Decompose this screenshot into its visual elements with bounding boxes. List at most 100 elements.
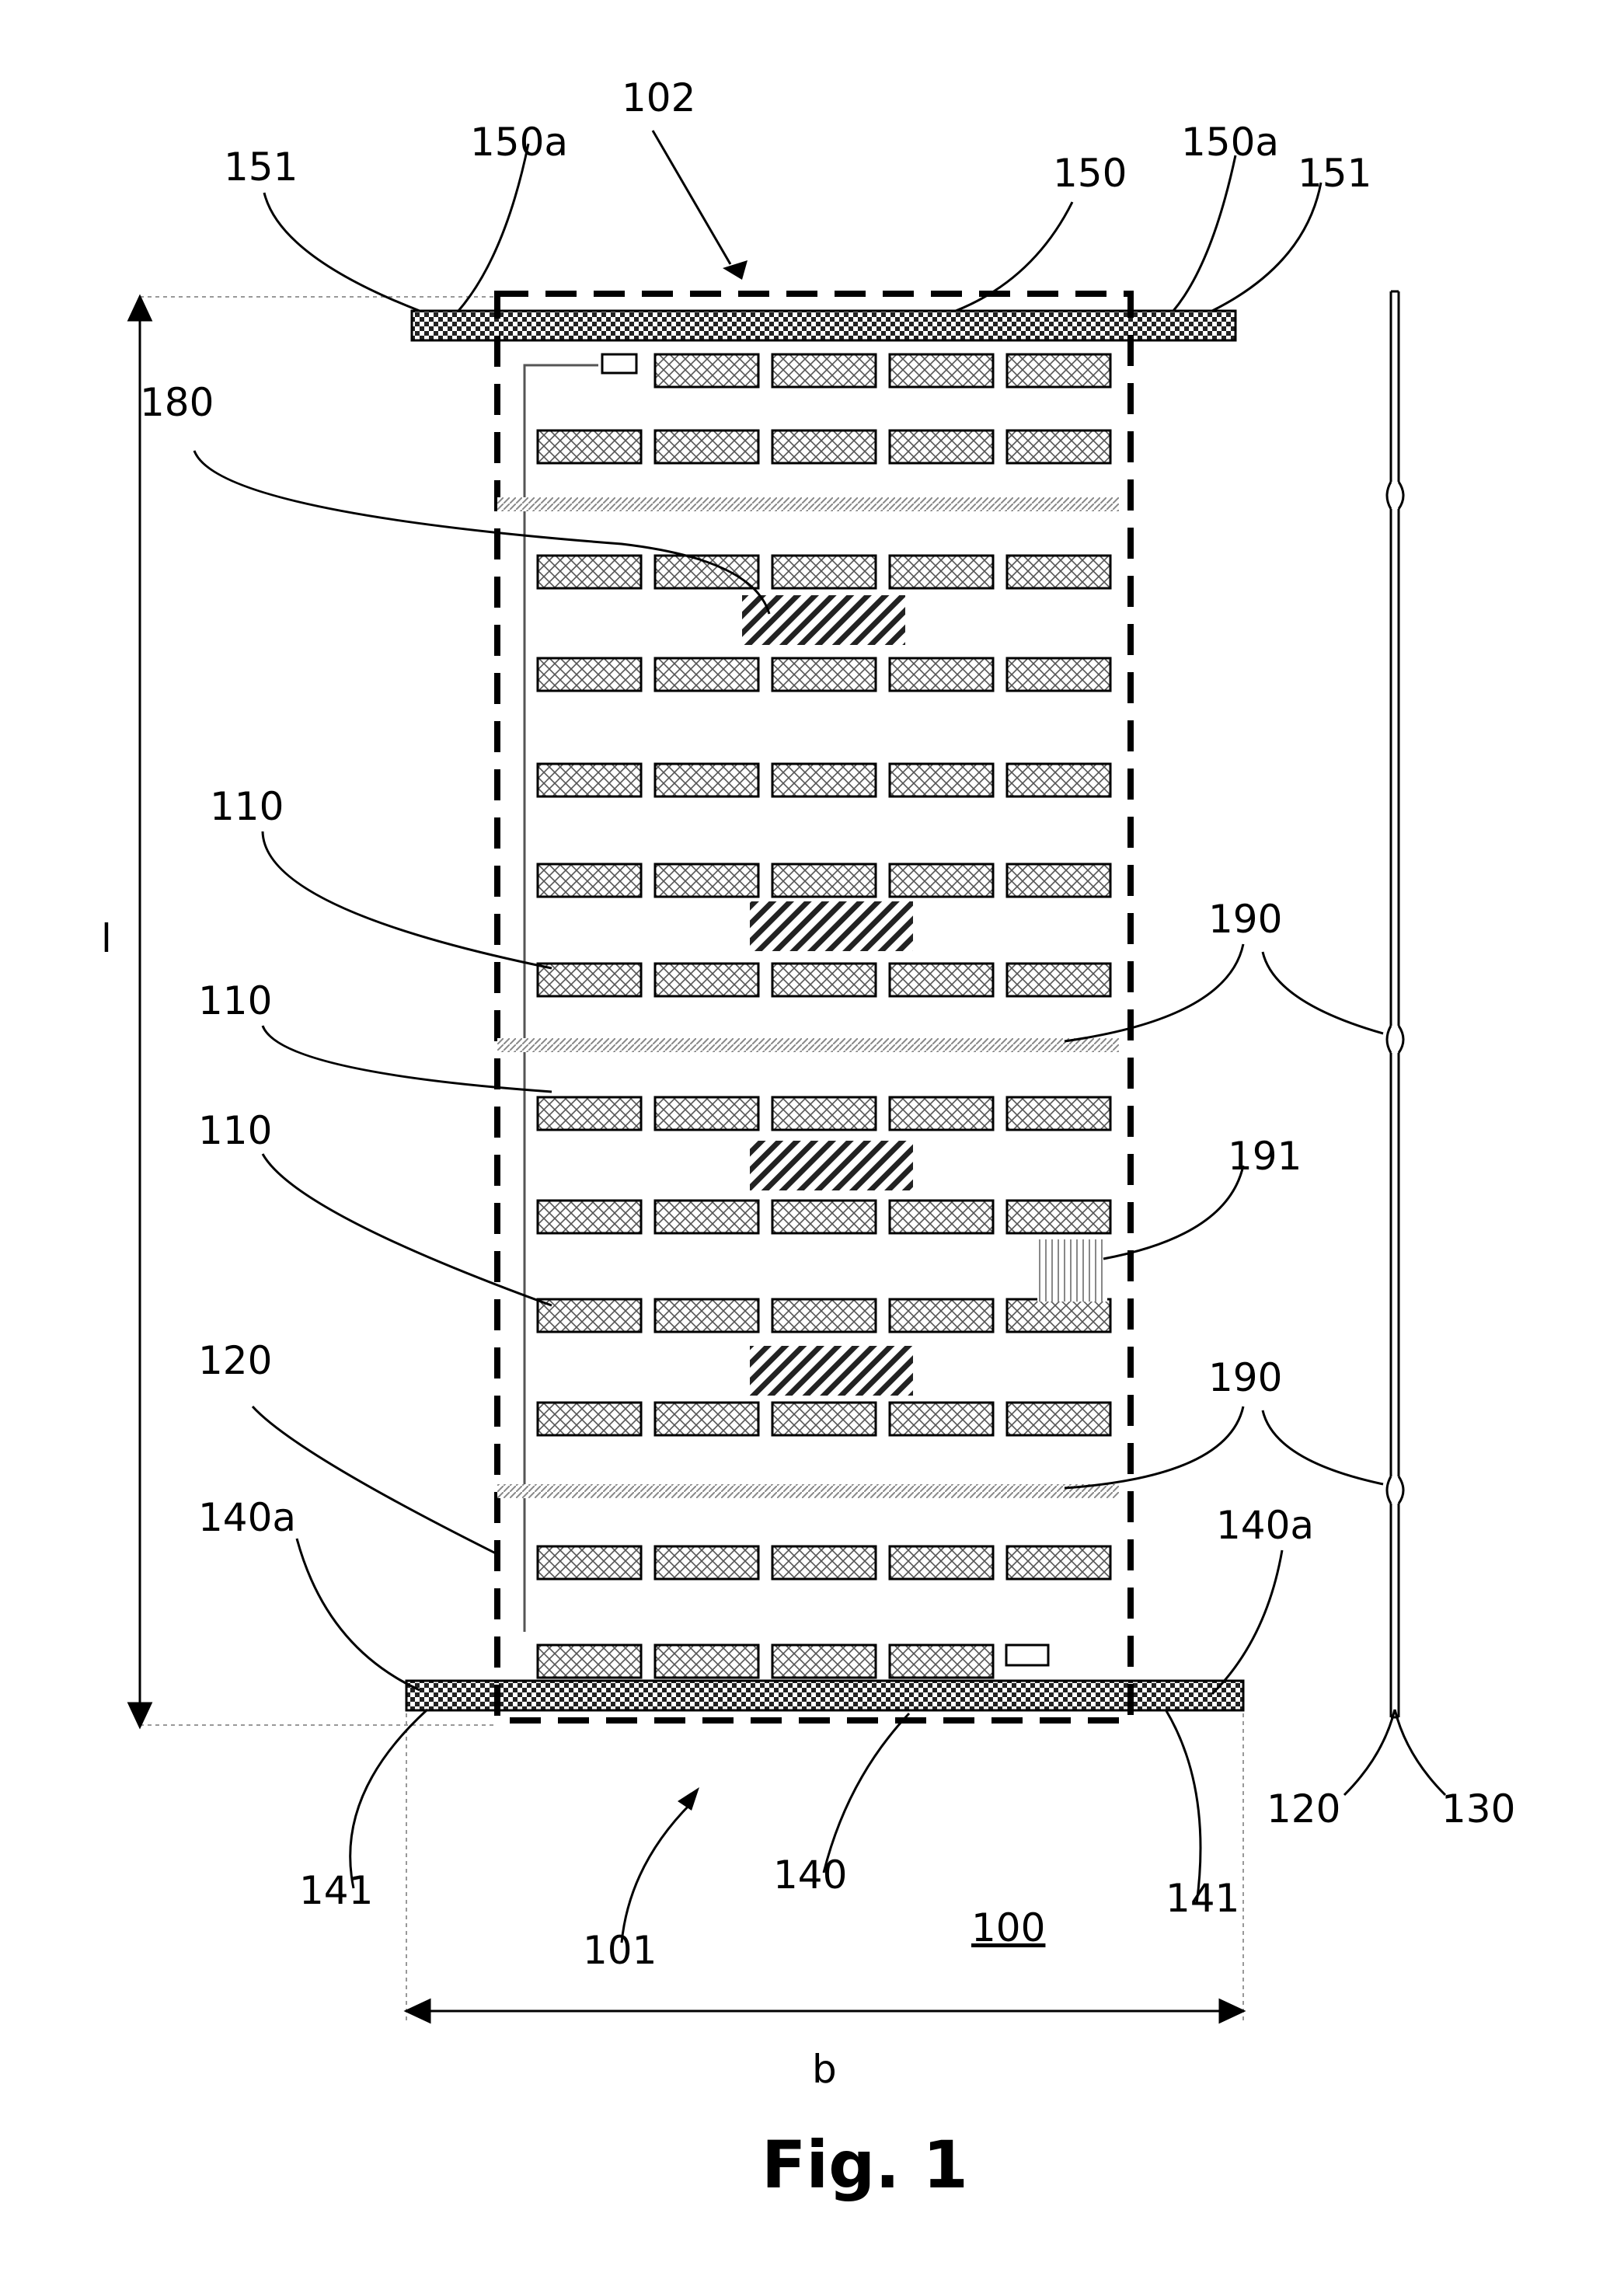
solar-cell [536,1298,643,1333]
label-140a-right: 140a [1216,1503,1314,1548]
solar-cell [1005,863,1112,898]
solar-cell [888,657,995,692]
figure-caption: Fig. 1 [761,2127,968,2203]
solar-cell [888,554,995,590]
solar-cell [653,762,760,798]
solar-cell [771,657,877,692]
label-151-left: 151 [224,145,298,190]
solar-cell [771,1096,877,1131]
solar-cell [771,863,877,898]
arrow-102 [723,260,748,280]
solar-cell [888,962,995,998]
solar-cell [536,657,643,692]
solar-cell [771,1298,877,1333]
solar-cell [1005,962,1112,998]
solar-cell [536,962,643,998]
solar-cell [536,1401,643,1437]
label-180: 180 [140,380,214,425]
solar-cell [888,1401,995,1437]
solar-cell [653,962,760,998]
solar-cell [653,353,760,389]
dimension-lines [127,294,1246,2024]
solar-cell [536,1643,643,1679]
hatched-block-3 [750,1141,913,1190]
solar-cell [1005,554,1112,590]
solar-cell [771,1643,877,1679]
label-140a-left: 140a [198,1495,296,1540]
solar-cell [1005,1401,1112,1437]
solar-cell [771,762,877,798]
solar-cell [1005,1096,1112,1131]
solar-cell [653,863,760,898]
solar-cell [771,1545,877,1581]
solar-cell [1005,762,1112,798]
bottom-junction-box [1005,1643,1050,1667]
solar-cell [1005,353,1112,389]
solar-cell [771,1199,877,1235]
label-141-left: 141 [299,1868,373,1913]
solar-cell [653,429,760,465]
solar-cell [888,1096,995,1131]
label-150a-right: 150a [1181,120,1279,165]
solar-cell [888,762,995,798]
solar-cell [771,962,877,998]
label-110-a: 110 [210,784,284,829]
solar-cell [1005,429,1112,465]
solar-cell [653,1401,760,1437]
arrow-101 [678,1787,699,1811]
solar-cell [536,1199,643,1235]
solar-cell [771,554,877,590]
label-150: 150 [1053,151,1127,196]
solar-cell [653,1298,760,1333]
dashed-module-outline [494,291,1134,1724]
solar-cell [888,1643,995,1679]
label-110-c: 110 [198,1108,272,1153]
solar-cell [653,1096,760,1131]
solar-cell [888,429,995,465]
hatched-block-4 [750,1346,913,1396]
solar-cell [1005,1298,1112,1333]
left-interconnect-wire [523,364,598,1632]
label-190-a: 190 [1208,897,1282,942]
solar-cell [771,429,877,465]
hatched-block-2 [750,901,913,951]
label-150a-left: 150a [470,120,568,165]
solar-cell [1005,657,1112,692]
solar-cell [653,657,760,692]
label-191: 191 [1228,1134,1302,1179]
connector-191 [1037,1239,1107,1302]
solar-cell-grid [536,353,1112,1679]
label-141-right: 141 [1166,1876,1239,1921]
solar-cell [536,1096,643,1131]
solar-cell [653,1643,760,1679]
solar-cell [653,554,760,590]
hatched-block-1 [742,595,905,645]
solar-cell [1005,1545,1112,1581]
label-130: 130 [1441,1786,1515,1832]
solar-cell [888,1298,995,1333]
label-102: 102 [622,75,695,120]
label-120-side: 120 [1267,1786,1340,1832]
top-bus-bar-150 [410,309,1237,342]
solar-cell [536,1545,643,1581]
solar-cell [653,1199,760,1235]
solar-cell [771,1401,877,1437]
label-151-right: 151 [1298,151,1371,196]
fold-line-3 [497,1484,1119,1498]
label-110-b: 110 [198,978,272,1023]
solar-cell [888,863,995,898]
label-dim-b: b [812,2047,837,2092]
solar-cell [536,554,643,590]
solar-cell [771,353,877,389]
solar-cell [536,429,643,465]
solar-cell [1005,1199,1112,1235]
solar-cell [653,1545,760,1581]
top-junction-box [601,353,638,375]
solar-cell [536,863,643,898]
fold-line-2 [497,1038,1119,1052]
label-101: 101 [583,1928,657,1973]
solar-cell [888,353,995,389]
bottom-bus-bar-140 [405,1679,1245,1712]
solar-cell [888,1545,995,1581]
